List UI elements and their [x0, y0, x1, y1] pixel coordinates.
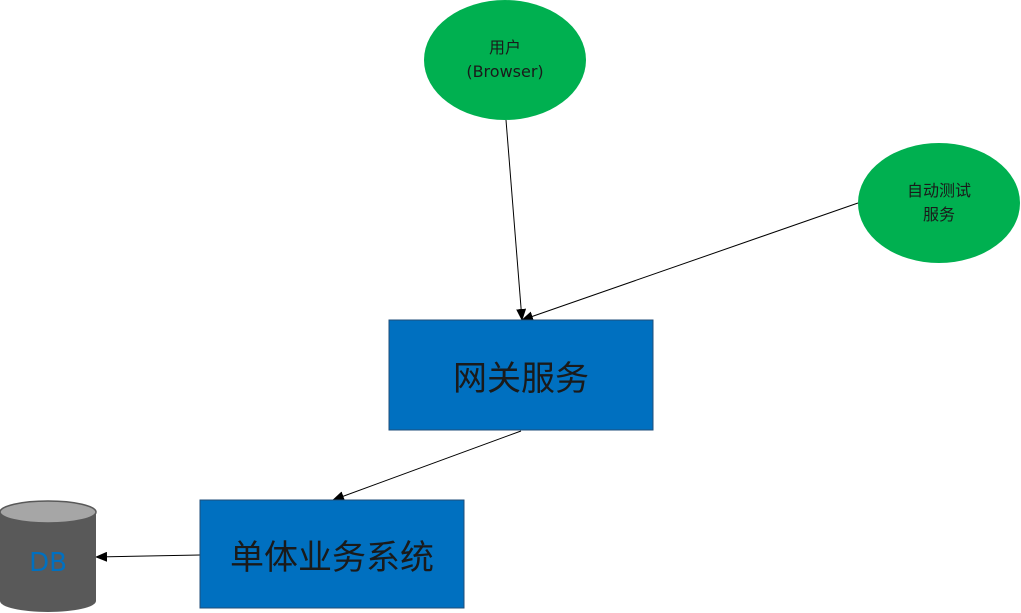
- autotest-node-shape[interactable]: [858, 143, 1020, 263]
- edge-user-to-gateway: [505, 119, 527, 321]
- db-cylinder-body: [0, 512, 96, 612]
- edge-monolith-to-db: [95, 551, 201, 562]
- gateway-node-shape[interactable]: [388, 319, 654, 431]
- monolith-node-shape[interactable]: [199, 499, 465, 609]
- edge-gateway-to-monolith: [332, 430, 522, 501]
- db-cylinder-shape[interactable]: [0, 500, 97, 612]
- user-node-shape[interactable]: [424, 0, 586, 120]
- edge-autotest-to-gateway: [521, 202, 859, 322]
- db-cylinder-top: [0, 500, 97, 524]
